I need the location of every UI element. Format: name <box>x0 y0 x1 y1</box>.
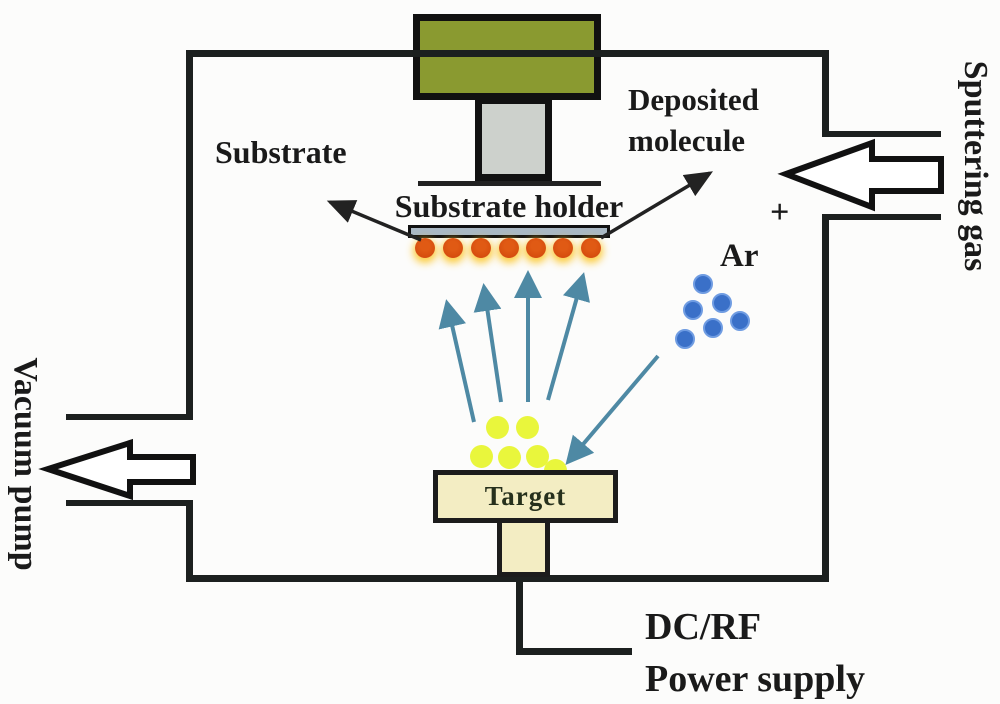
argon-atom-dot <box>712 293 732 313</box>
power-supply-wire-horizontal <box>516 648 632 655</box>
sputtered-atom-dot <box>470 445 493 468</box>
sputtering-gas-arrow-icon <box>777 138 944 212</box>
target-box: Target <box>433 470 618 523</box>
vacuum-pump-arrow-icon <box>38 438 196 501</box>
sputtered-flux-arrow <box>438 299 476 423</box>
substrate-pointer-arrow <box>326 200 422 242</box>
deposited-molecule-dot <box>553 238 573 258</box>
sputtered-atom-dot <box>526 445 549 468</box>
chamber-wall-right-upper <box>822 50 829 137</box>
power-line1: DC/RF <box>645 606 762 648</box>
pedestal-base-line <box>418 181 601 186</box>
chamber-wall-left-upper <box>186 50 193 420</box>
sputtering-gas-label: Sputtering gas <box>957 60 994 272</box>
gas-inlet-wall-bottom <box>822 214 941 220</box>
chamber-wall-top <box>186 50 829 57</box>
argon-atom-dot <box>693 274 713 294</box>
deposited-molecule-pointer-arrow <box>600 171 714 240</box>
argon-label: Ar <box>720 238 759 274</box>
target-stem <box>497 519 550 577</box>
power-line2: Power supply <box>645 658 865 701</box>
substrate-label: Substrate <box>215 134 347 170</box>
chamber-wall-left-lower <box>186 500 193 582</box>
deposited-line1: Deposited <box>628 82 759 117</box>
deposited-molecule-label: Deposited molecule <box>628 80 759 162</box>
argon-atom-dot <box>675 329 695 349</box>
vacuum-port-wall-bottom <box>66 500 193 506</box>
power-supply-label: DC/RF Power supply <box>645 601 865 704</box>
argon-atom-dot <box>683 300 703 320</box>
deposited-molecule-dot <box>581 238 601 258</box>
deposited-molecule-dot <box>526 238 546 258</box>
chamber-wall-right-lower <box>822 214 829 582</box>
substrate-holder-label: Substrate holder <box>394 188 624 224</box>
target-label: Target <box>484 481 567 511</box>
sputtered-flux-arrow <box>473 283 503 403</box>
sputtered-atom-dot <box>516 416 539 439</box>
sputtered-atom-dot <box>486 416 509 439</box>
deposited-molecule-dot <box>415 238 435 258</box>
plus-charge-label: + <box>770 194 790 231</box>
sputtered-flux-arrow <box>546 272 590 401</box>
chamber-wall-bottom <box>186 575 829 582</box>
power-supply-wire-vertical <box>516 577 523 655</box>
sputtered-atom-dot <box>498 446 521 469</box>
argon-atom-dot <box>730 311 750 331</box>
deposited-molecule-dot <box>471 238 491 258</box>
deposited-molecule-dot <box>499 238 519 258</box>
gas-inlet-wall-top <box>822 131 941 137</box>
substrate-motor-block <box>413 14 601 100</box>
vacuum-pump-label: Vacuum pump <box>7 357 44 571</box>
argon-atom-dot <box>703 318 723 338</box>
deposited-molecule-dot <box>443 238 463 258</box>
argon-to-target-arrow <box>565 354 660 466</box>
substrate-holder-pedestal <box>475 97 552 181</box>
deposited-line2: molecule <box>628 122 746 158</box>
vacuum-port-wall-top <box>66 414 193 420</box>
